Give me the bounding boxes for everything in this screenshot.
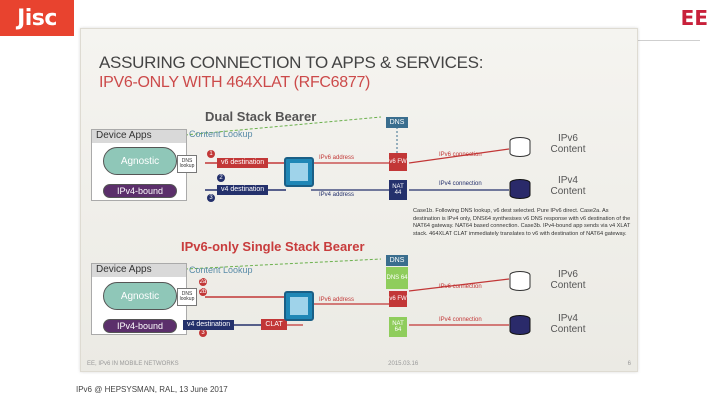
single-stack-title: IPv6-only Single Stack Bearer	[181, 239, 365, 254]
dual-device-apps-label: Device Apps	[92, 130, 186, 143]
dual-ipv6-content: IPv6 Content	[550, 133, 586, 155]
dual-v6-destination: v6 destination	[217, 158, 269, 168]
single-badge-2b: 2b	[199, 288, 207, 296]
slide-subtitle: IPV6-ONLY WITH 464XLAT (RFC6877)	[99, 74, 371, 91]
dual-dns-node: DNS	[386, 117, 408, 128]
ee-brand: EE	[680, 6, 708, 30]
dual-stack-title: Dual Stack Bearer	[205, 109, 317, 124]
dual-badge-3: 3	[207, 194, 215, 202]
single-content-lookup: Content Lookup	[189, 265, 253, 275]
single-device-apps-label: Device Apps	[92, 264, 186, 277]
slide-footer: EE, IPv6 IN MOBILE NETWORKS 2015.03.16 6	[81, 359, 637, 371]
single-badge-3: 3	[199, 329, 207, 337]
dual-ipv6-connection: IPv6 connection	[439, 152, 482, 158]
single-ipv4-content: IPv4 Content	[550, 313, 586, 335]
single-ipv4-bound-app: IPv4-bound	[103, 319, 177, 333]
single-ipv6-db-icon	[509, 271, 531, 291]
single-ipv6-address: IPv6 address	[319, 297, 355, 303]
single-agnostic-app: Agnostic	[103, 282, 177, 310]
dual-device-icon	[284, 157, 314, 187]
slide-footer-left: EE, IPv6 IN MOBILE NETWORKS	[87, 361, 179, 367]
dual-ipv4-db-icon	[509, 179, 531, 199]
single-dns-lookup: DNS lookup	[177, 288, 197, 306]
dual-ipv4-content: IPv4 Content	[550, 175, 586, 197]
single-dns-node: DNS	[386, 255, 408, 266]
single-ipv4-db-icon	[509, 315, 531, 335]
dual-v6-fw: v6 FW	[389, 153, 407, 171]
slide-title: ASSURING CONNECTION TO APPS & SERVICES:	[99, 53, 484, 72]
single-badge-2a: 2a	[199, 278, 207, 286]
dual-dns-lookup: DNS lookup	[177, 155, 197, 173]
dual-ipv4-bound-app: IPv4-bound	[103, 184, 177, 198]
dual-ipv4-connection: IPv4 connection	[439, 181, 482, 187]
single-ipv4-connection: IPv4 connection	[439, 317, 482, 323]
dual-badge-1: 1	[207, 150, 215, 158]
single-dns64-node: DNS 64	[386, 267, 408, 289]
slide-footer-mid: 2015.03.16	[388, 361, 419, 367]
slide-footer-right: 6	[627, 361, 631, 367]
dual-badge-2: 2	[217, 174, 225, 182]
single-nat64: NAT 64	[389, 317, 407, 337]
single-ipv6-connection: IPv6 connection	[439, 284, 482, 290]
jisc-logo: Jisc	[0, 0, 74, 36]
dual-nat44: NAT 44	[389, 180, 407, 200]
dual-content-lookup: Content Lookup	[189, 129, 253, 139]
dual-ipv6-address: IPv6 address	[319, 155, 355, 161]
single-clat: CLAT	[261, 319, 287, 330]
dual-ipv6-db-icon	[509, 137, 531, 157]
slide-image: ASSURING CONNECTION TO APPS & SERVICES: …	[80, 28, 638, 372]
case-notes: Case1b. Following DNS lookup, v6 dest se…	[413, 208, 631, 237]
dual-ipv4-address: IPv4 address	[319, 192, 355, 198]
single-device-icon	[284, 291, 314, 321]
dual-agnostic-app: Agnostic	[103, 147, 177, 175]
footer-caption: IPv6 @ HEPSYSMAN, RAL, 13 June 2017	[76, 385, 228, 394]
single-v6-fw: v6 FW	[389, 291, 407, 307]
dual-v4-destination: v4 destination	[217, 185, 269, 195]
single-v4-destination: v4 destination	[183, 320, 235, 330]
single-ipv6-content: IPv6 Content	[550, 269, 586, 291]
